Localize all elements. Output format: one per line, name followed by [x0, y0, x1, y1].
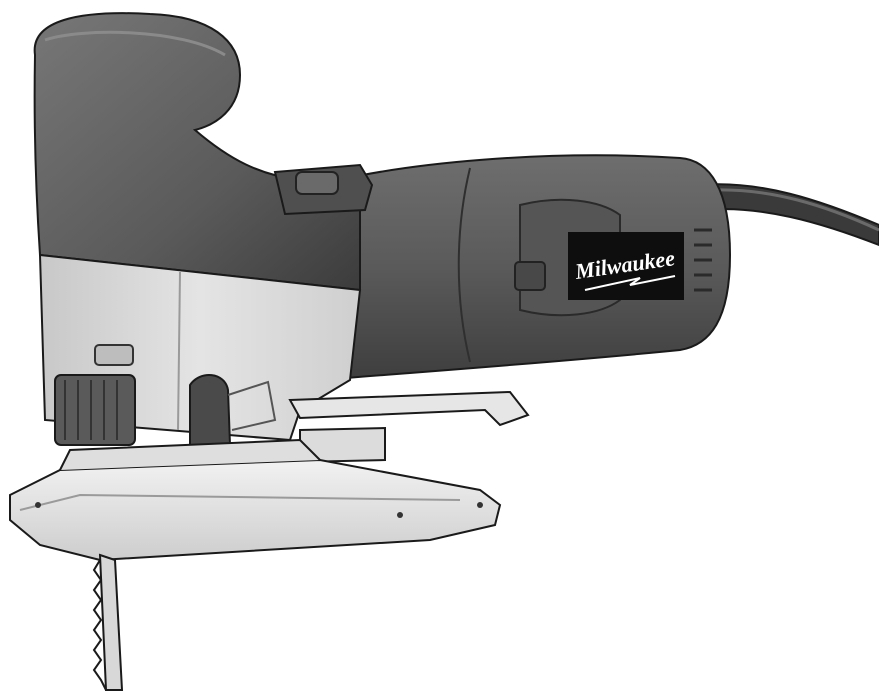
- power-cord: [698, 183, 879, 247]
- guide-rail: [288, 390, 530, 464]
- saw-blade: [92, 553, 124, 691]
- brand-logo: Milwaukee: [568, 232, 684, 300]
- trigger-switch: [273, 163, 374, 216]
- base-plate: [9, 438, 502, 562]
- top-handle: [33, 12, 361, 292]
- adjustment-wheel: [54, 374, 136, 446]
- vent-slots: [694, 228, 712, 292]
